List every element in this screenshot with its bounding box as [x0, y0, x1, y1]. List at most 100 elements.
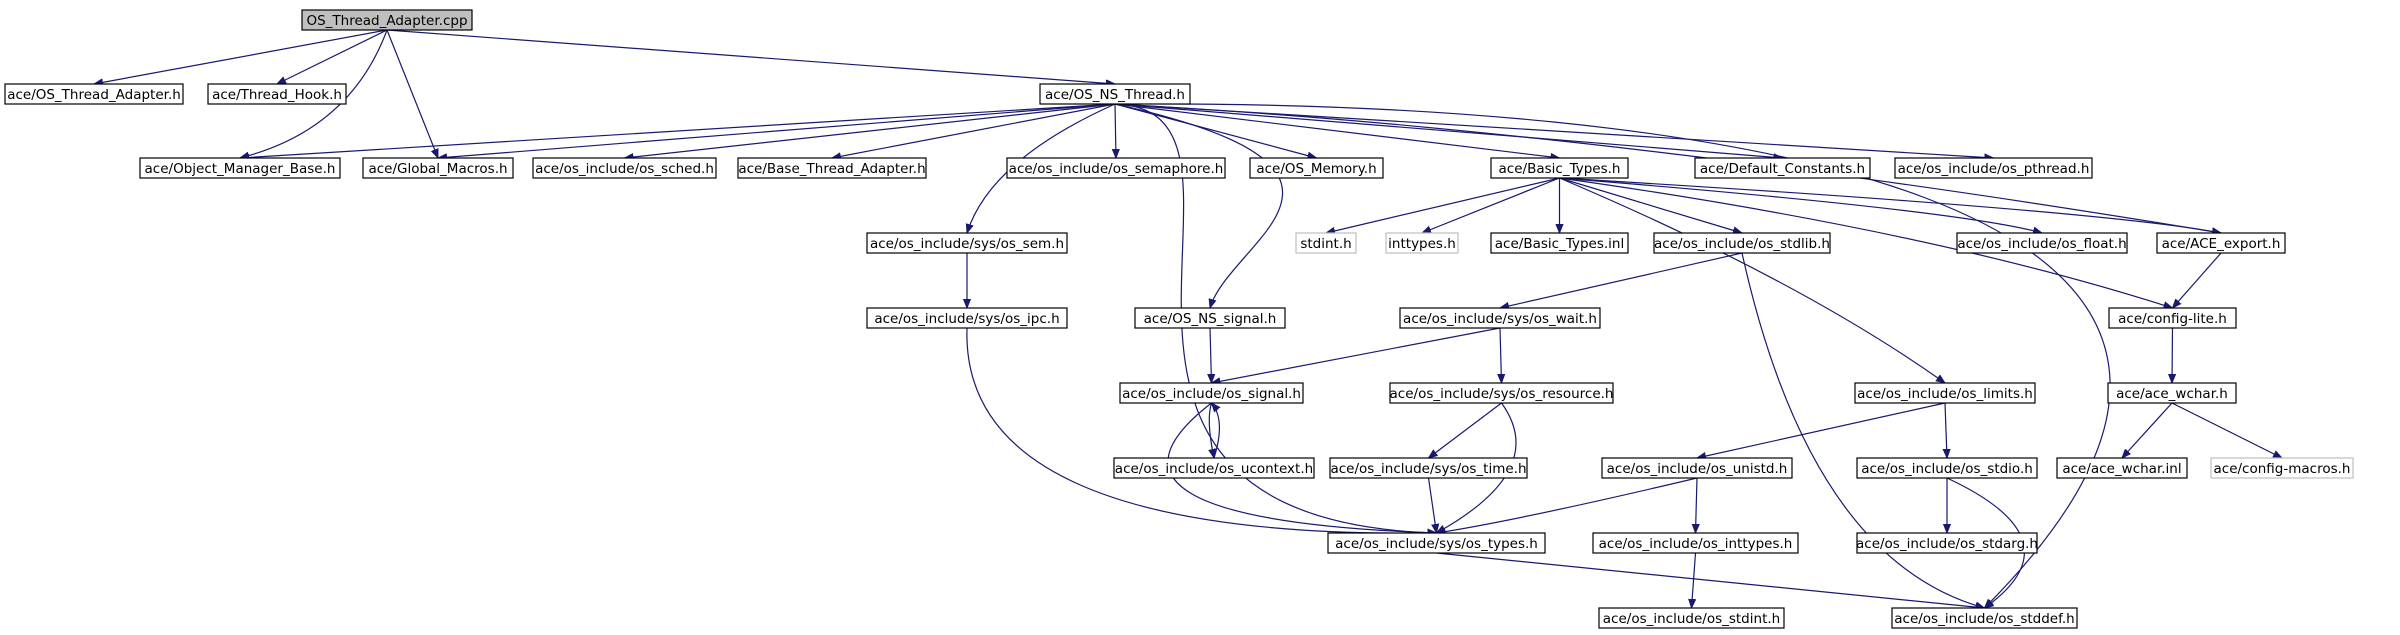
edge-root-to-os_thread_adapter_h: [94, 29, 388, 84]
node-box: [1856, 457, 2038, 479]
node-config-lite-h[interactable]: ace/config-lite.h: [2108, 307, 2237, 329]
node-label: ace/Thread_Hook.h: [212, 87, 342, 103]
edge-os_limits_h-to-os_unistd_h: [1697, 402, 1946, 458]
node-box: [1856, 532, 2038, 554]
node-label: ace/os_include/os_stdarg.h: [1856, 536, 2038, 552]
edge-config_lite_h-to-ace_wchar_h: [2172, 327, 2173, 383]
node-label: ace/os_include/os_signal.h: [1122, 386, 1301, 402]
node-root[interactable]: OS_Thread_Adapter.cpp: [301, 9, 473, 31]
node-basic-types-h[interactable]: ace/Basic_Types.h: [1490, 157, 1629, 179]
edge-os_ns_signal_h-to-os_signal_h: [1210, 327, 1212, 383]
node-os-ns-thread-h[interactable]: ace/OS_NS_Thread.h: [1039, 83, 1191, 105]
node-label: ace/os_include/os_inttypes.h: [1599, 536, 1793, 552]
node-label: ace/os_include/os_limits.h: [1857, 386, 2033, 402]
node-default-constants-h[interactable]: ace/Default_Constants.h: [1694, 157, 1871, 179]
node-os-signal-h[interactable]: ace/os_include/os_signal.h: [1119, 382, 1304, 404]
node-os-limits-h[interactable]: ace/os_include/os_limits.h: [1854, 382, 2036, 404]
node-os-stdarg-h[interactable]: ace/os_include/os_stdarg.h: [1856, 532, 2038, 554]
node-os-ipc-h[interactable]: ace/os_include/sys/os_ipc.h: [866, 307, 1068, 329]
node-label: ace/Basic_Types.h: [1499, 161, 1621, 177]
edge-os_ns_thread_h-to-os_memory_h: [1114, 103, 1317, 158]
node-label: ace/os_include/os_unistd.h: [1607, 461, 1788, 477]
edge-os_types_h-to-os_stddef_h: [1436, 552, 1985, 608]
node-box: [1113, 457, 1315, 479]
node-ace-wchar-h[interactable]: ace/ace_wchar.h: [2107, 382, 2237, 404]
node-label: ace/Object_Manager_Base.h: [145, 161, 336, 177]
node-global-macros-h[interactable]: ace/Global_Macros.h: [362, 157, 514, 179]
node-box: [1592, 532, 1799, 554]
node-label: ace/ACE_export.h: [2162, 236, 2281, 252]
node-base-thread-adapter-h[interactable]: ace/Base_Thread_Adapter.h: [737, 157, 927, 179]
node-label: ace/os_include/os_semaphore.h: [1009, 161, 1224, 177]
node-box: [2108, 307, 2237, 329]
node-os-inttypes-h[interactable]: ace/os_include/os_inttypes.h: [1592, 532, 1799, 554]
node-inttypes-h[interactable]: inttypes.h: [1385, 232, 1459, 254]
node-label: ace/ace_wchar.h: [2116, 386, 2228, 402]
node-box: [1601, 457, 1793, 479]
edge-os_inttypes_h-to-os_stdint_h: [1692, 552, 1696, 608]
edge-basic_types_h-to-os_float_h: [1559, 177, 2043, 233]
node-box: [4, 83, 184, 105]
edge-root-to-object_manager_base_h: [240, 29, 388, 158]
edge-root-to-global_macros_h: [386, 29, 439, 158]
node-box: [2156, 232, 2286, 254]
node-os-memory-h[interactable]: ace/OS_Memory.h: [1249, 157, 1384, 179]
node-label: ace/os_include/os_stdint.h: [1603, 611, 1780, 627]
edge-basic_types_h-to-config_lite_h: [1559, 177, 2173, 308]
edge-os_ns_thread_h-to-os_semaphore_h: [1115, 103, 1116, 158]
node-box: [1894, 157, 2093, 179]
node-object-manager-base-h[interactable]: ace/Object_Manager_Base.h: [139, 157, 341, 179]
node-os-stdio-h[interactable]: ace/os_include/os_stdio.h: [1856, 457, 2038, 479]
node-os-sem-h[interactable]: ace/os_include/sys/os_sem.h: [866, 232, 1068, 254]
node-box: [1598, 607, 1785, 629]
node-os-resource-h[interactable]: ace/os_include/sys/os_resource.h: [1389, 382, 1614, 404]
node-box: [139, 157, 341, 179]
edge-ace_export_h-to-config_lite_h: [2173, 252, 2222, 308]
node-os-ns-signal-h[interactable]: ace/OS_NS_signal.h: [1134, 307, 1286, 329]
node-thread-hook-h[interactable]: ace/Thread_Hook.h: [207, 83, 347, 105]
node-box: [1329, 457, 1528, 479]
edge-os_ns_thread_h-to-global_macros_h: [438, 103, 1116, 158]
node-box: [1295, 232, 1357, 254]
node-stdint-h[interactable]: stdint.h: [1295, 232, 1357, 254]
node-label: ace/os_include/os_stdio.h: [1861, 461, 2033, 477]
node-label: ace/Basic_Types.inl: [1495, 236, 1624, 252]
node-os-ucontext-h[interactable]: ace/os_include/os_ucontext.h: [1113, 457, 1315, 479]
edge-os_ns_thread_h-to-ace_export_h: [1114, 103, 2221, 233]
node-os-wait-h[interactable]: ace/os_include/sys/os_wait.h: [1399, 307, 1601, 329]
node-ace-export-h[interactable]: ace/ACE_export.h: [2156, 232, 2286, 254]
node-os-float-h[interactable]: ace/os_include/os_float.h: [1956, 232, 2128, 254]
edge-os_signal_h-to-os_types_h: [1167, 402, 1436, 533]
node-box: [866, 232, 1068, 254]
nodes-layer: OS_Thread_Adapter.cpp ace/OS_Thread_Adapt…: [4, 9, 2354, 629]
node-box: [1039, 83, 1191, 105]
node-os-time-h[interactable]: ace/os_include/sys/os_time.h: [1329, 457, 1528, 479]
node-box: [1653, 232, 1831, 254]
node-os-types-h[interactable]: ace/os_include/sys/os_types.h: [1327, 532, 1546, 554]
node-config-macros-h[interactable]: ace/config-macros.h: [2210, 457, 2354, 479]
node-os-sched-h[interactable]: ace/os_include/os_sched.h: [532, 157, 717, 179]
edge-os_ipc_h-to-os_types_h: [966, 327, 1437, 533]
node-box: [1389, 382, 1614, 404]
edge-root-to-thread_hook_h: [277, 29, 388, 85]
node-os-semaphore-h[interactable]: ace/os_include/os_semaphore.h: [1006, 157, 1226, 179]
node-basic-types-inl[interactable]: ace/Basic_Types.inl: [1490, 232, 1629, 254]
edge-basic_types_h-to-stdint_h: [1326, 177, 1560, 233]
node-os-unistd-h[interactable]: ace/os_include/os_unistd.h: [1601, 457, 1793, 479]
node-label: ace/os_include/sys/os_wait.h: [1403, 311, 1597, 327]
node-os-pthread-h[interactable]: ace/os_include/os_pthread.h: [1894, 157, 2093, 179]
edge-os_signal_h-to-os_ucontext_h: [1209, 402, 1214, 458]
edge-os_ns_thread_h-to-basic_types_h: [1114, 103, 1560, 158]
node-os-stddef-h[interactable]: ace/os_include/os_stddef.h: [1891, 607, 2078, 629]
node-box: [532, 157, 717, 179]
node-box: [737, 157, 927, 179]
node-box: [1956, 232, 2128, 254]
node-os-stdlib-h[interactable]: ace/os_include/os_stdlib.h: [1653, 232, 1831, 254]
node-label: ace/os_include/os_float.h: [1957, 236, 2126, 252]
node-box: [1385, 232, 1459, 254]
node-label: ace/OS_Memory.h: [1256, 161, 1376, 177]
node-ace-wchar-inl[interactable]: ace/ace_wchar.inl: [2056, 457, 2188, 479]
node-os-thread-adapter-h[interactable]: ace/OS_Thread_Adapter.h: [4, 83, 184, 105]
node-os-stdint-h[interactable]: ace/os_include/os_stdint.h: [1598, 607, 1785, 629]
edge-os_ns_thread_h-to-default_constants_h: [1114, 103, 1783, 158]
